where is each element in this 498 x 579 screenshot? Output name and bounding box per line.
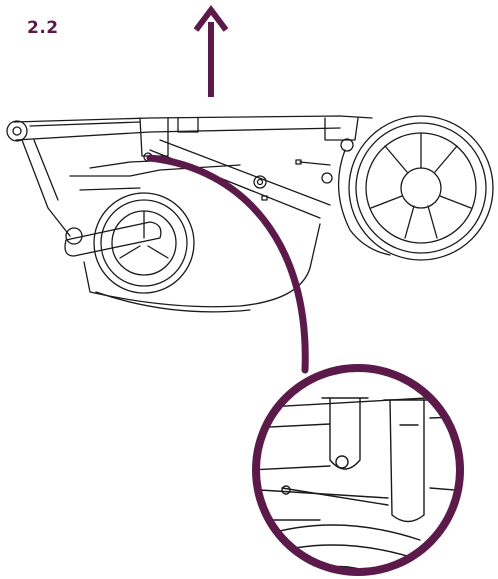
stroller-frame	[6, 115, 494, 313]
step-number: 2.2	[27, 18, 59, 38]
callout-leader	[146, 154, 309, 374]
arrow-up-icon	[193, 4, 229, 97]
detail-magnifier	[252, 364, 464, 576]
